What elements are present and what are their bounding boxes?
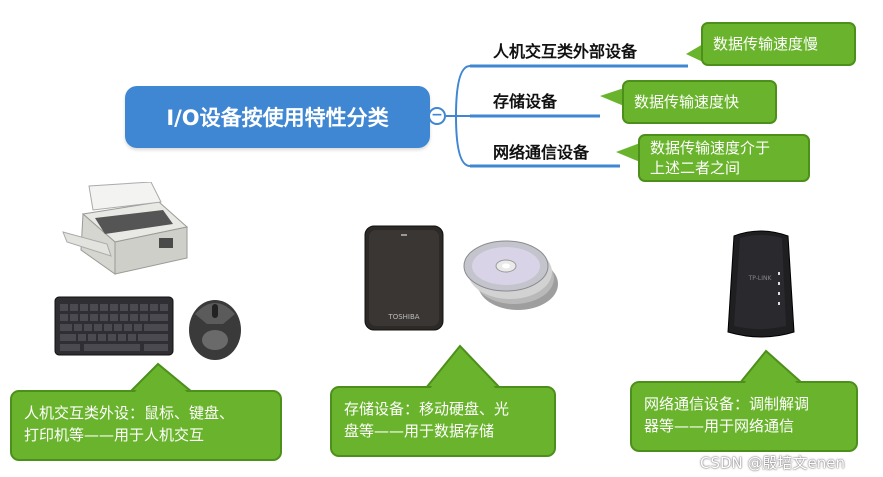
- callout-network: 网络通信设备：调制解调 器等——用于网络通信: [630, 381, 858, 452]
- callout-network-line1: 网络通信设备：调制解调: [644, 393, 844, 415]
- callout-storage-line2: 盘等——用于数据存储: [344, 420, 542, 442]
- callout-hci: 人机交互类外设：鼠标、键盘、 打印机等——用于人机交互: [10, 390, 282, 461]
- watermark-text: CSDN @殷培文enen: [700, 452, 845, 473]
- callout-network-line2: 器等——用于网络通信: [644, 415, 844, 437]
- callout-storage-line1: 存储设备：移动硬盘、光: [344, 398, 542, 420]
- callout-hci-line2: 打印机等——用于人机交互: [24, 424, 268, 446]
- callout-hci-line1: 人机交互类外设：鼠标、键盘、: [24, 402, 268, 424]
- callout-storage: 存储设备：移动硬盘、光 盘等——用于数据存储: [330, 386, 556, 457]
